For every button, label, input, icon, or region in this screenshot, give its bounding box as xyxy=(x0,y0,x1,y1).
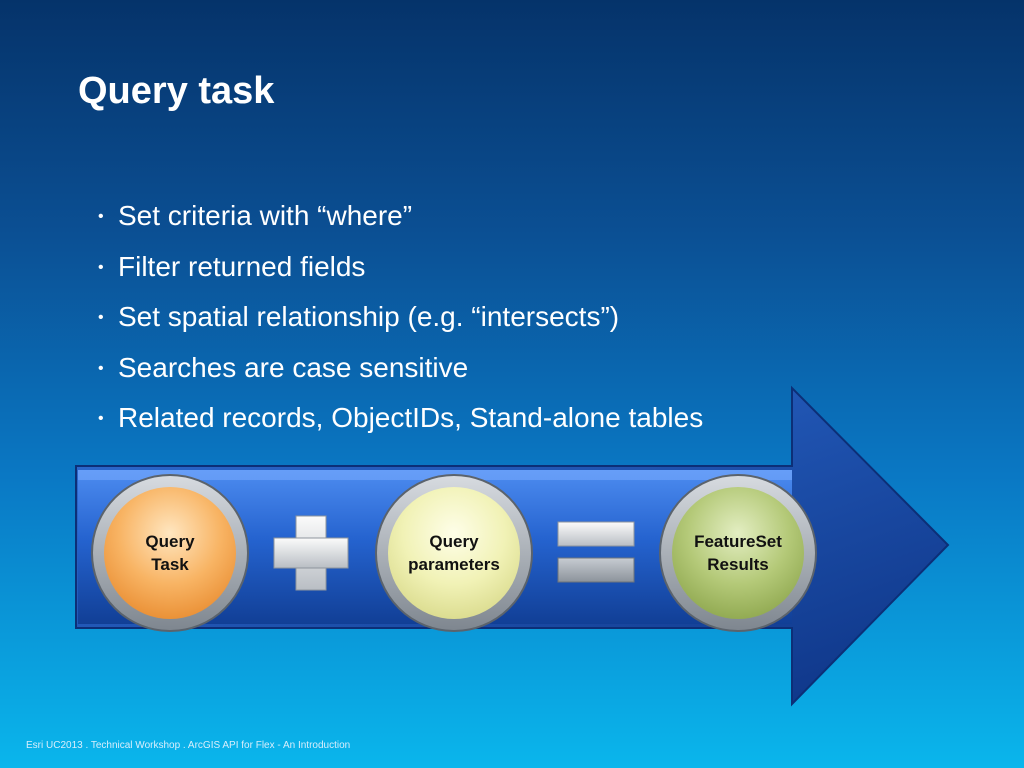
equals-icon xyxy=(557,521,635,583)
query-parameters-label-line2: parameters xyxy=(408,555,500,574)
bullet-text: Searches are case sensitive xyxy=(118,351,469,383)
query-parameters-label: Query parameters xyxy=(384,530,524,576)
bullet-item: • Set criteria with “where” xyxy=(98,200,703,251)
featureset-results-label: FeatureSet Results xyxy=(668,530,808,576)
bullet-text: Set spatial relationship (e.g. “intersec… xyxy=(118,301,620,332)
query-parameters-label-line1: Query xyxy=(429,532,479,551)
bullet-item: • Filter returned fields xyxy=(98,251,703,302)
bullet-text: Set criteria with “where” xyxy=(118,200,413,231)
bullet-dot: • xyxy=(98,258,104,276)
bullet-text: Filter returned fields xyxy=(118,250,366,282)
bullet-dot: • xyxy=(98,359,104,377)
query-task-label-line1: Query xyxy=(145,532,195,551)
query-task-label: Query Task xyxy=(100,530,240,576)
plus-icon xyxy=(273,515,349,591)
bullet-text: Related records, ObjectIDs, Stand-alone … xyxy=(118,402,704,433)
bullet-item: • Set spatial relationship (e.g. “interse… xyxy=(98,301,703,352)
bullet-dot: • xyxy=(98,208,104,225)
bullet-list: • Set criteria with “where” • Filter retur… xyxy=(98,200,703,453)
featureset-results-label-line1: FeatureSet xyxy=(694,532,782,551)
bullet-dot: • xyxy=(98,410,104,427)
bullet-item: • Searches are case sensitive xyxy=(98,352,703,403)
query-task-label-line2: Task xyxy=(151,555,189,574)
bullet-dot: • xyxy=(98,309,104,326)
slide-title: Query task xyxy=(78,70,275,112)
bullet-item: • Related records, ObjectIDs, Stand-alone… xyxy=(98,402,703,453)
featureset-results-label-line2: Results xyxy=(707,555,769,574)
slide-footer: Esri UC2013 . Technical Workshop . ArcGI… xyxy=(26,740,351,751)
